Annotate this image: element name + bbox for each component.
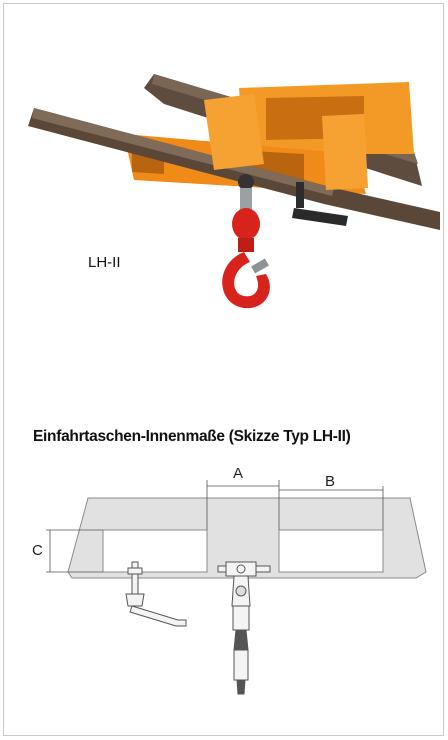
- hook: [222, 252, 270, 309]
- sketch-hook: [217, 561, 271, 695]
- dim-a-label: A: [233, 465, 243, 482]
- dim-b-label: B: [325, 473, 335, 490]
- product-label: LH-II: [88, 254, 121, 271]
- sketch-pocket-right: [278, 529, 384, 573]
- product-photo: [28, 74, 440, 309]
- dim-c-label: C: [32, 542, 43, 559]
- sketch-pocket-left: [102, 529, 208, 573]
- sketch-clamp: [125, 561, 187, 627]
- section-heading: Einfahrtaschen-Innenmaße (Skizze Typ LH-…: [33, 428, 351, 445]
- dimension-sketch: A B C: [32, 465, 427, 695]
- clamp-lever: [292, 208, 348, 226]
- hook-swivel: [232, 208, 260, 240]
